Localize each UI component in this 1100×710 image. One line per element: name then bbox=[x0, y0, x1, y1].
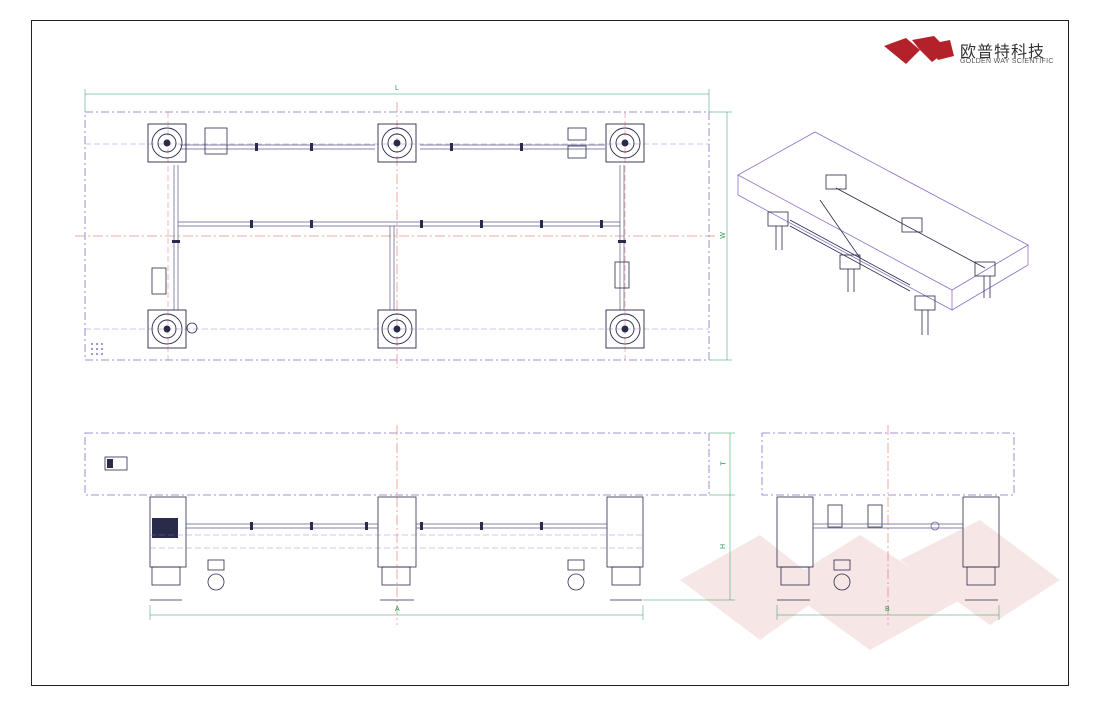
dimension-thickness-label: T bbox=[720, 461, 728, 466]
isolator-bottom-right bbox=[605, 309, 645, 349]
dimension-width-label: W bbox=[719, 232, 727, 239]
isolator-top-left bbox=[147, 123, 187, 163]
isometric-view bbox=[737, 131, 1029, 335]
isolator-bottom-left bbox=[147, 309, 187, 349]
isolator-top-right bbox=[605, 123, 645, 163]
front-view bbox=[84, 425, 735, 625]
side-view bbox=[761, 425, 1015, 625]
dimension-b-label: B bbox=[885, 606, 890, 613]
watermark-logo bbox=[680, 520, 1060, 650]
isolator-top-middle bbox=[377, 123, 417, 163]
brand-logo-icon bbox=[884, 36, 954, 64]
isolator-bottom-middle bbox=[377, 309, 417, 349]
top-view bbox=[75, 89, 732, 368]
dimension-length-label: L bbox=[395, 85, 399, 92]
brand-name-en: GOLDEN WAY SCIENTIFIC bbox=[960, 58, 1054, 65]
drawing-frame bbox=[31, 20, 1069, 686]
brand-name-cn: 欧普特科技 bbox=[960, 42, 1046, 61]
dimension-a-label: A bbox=[395, 606, 400, 613]
dimension-height-label: H bbox=[720, 543, 728, 550]
